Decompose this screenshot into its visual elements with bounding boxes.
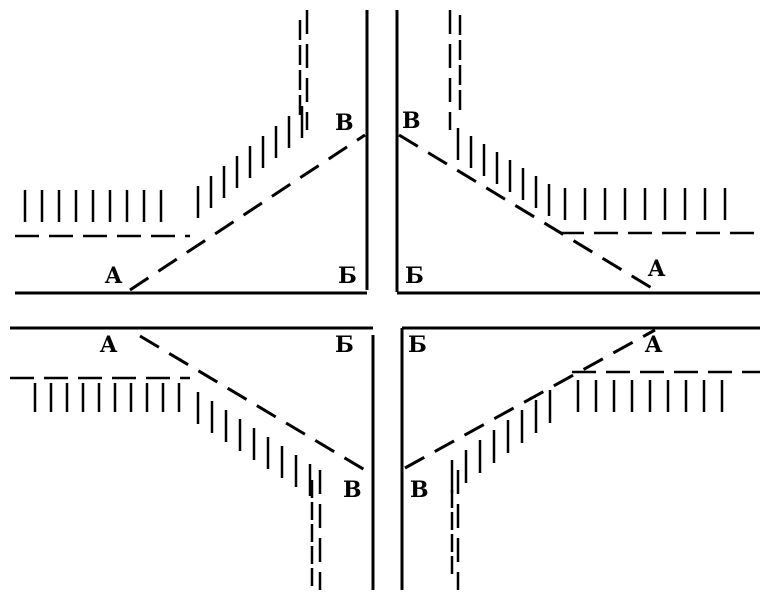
road-edges [10,10,760,590]
sight-line-bottom-left [139,334,371,475]
label-a-bottom-right: A [644,332,663,358]
label-a-bottom-left: A [99,332,118,358]
label-a-top-left: A [104,263,123,289]
label-v-top-right: В [402,108,421,134]
sight-line-bottom-right [404,328,656,470]
label-b-bottom-left: Б [335,332,354,358]
sight-line-top-right [398,133,656,292]
tree-rows [23,15,727,586]
sight-line-top-left [129,133,366,292]
tree-row-bases [10,10,760,590]
label-v-bottom-right: В [410,477,429,503]
label-a-top-right: A [647,256,666,282]
sight-lines [129,133,656,475]
label-b-bottom-right: Б [408,332,427,358]
point-labels: A Б В A Б В A Б В A Б В [99,108,666,503]
label-b-top-right: Б [405,263,424,289]
label-v-top-left: В [335,110,354,136]
label-b-top-left: Б [338,263,357,289]
label-v-bottom-left: В [343,477,362,503]
